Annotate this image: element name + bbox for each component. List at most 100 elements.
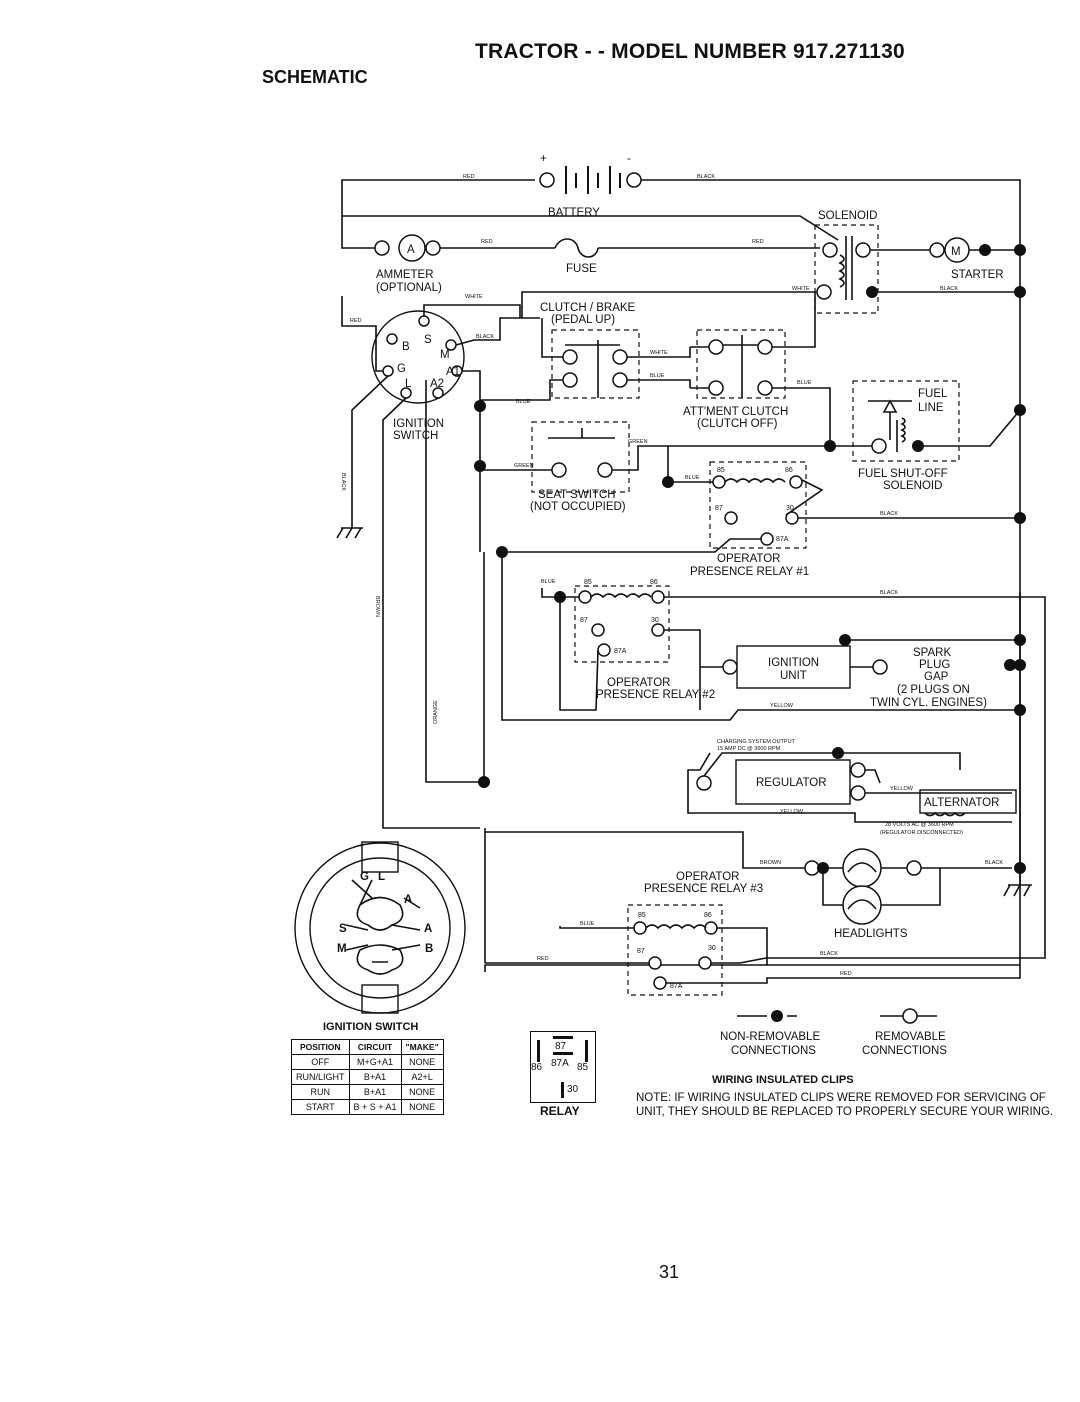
plug-label: PLUG: [919, 659, 950, 671]
wire-label-white: WHITE: [465, 294, 483, 300]
schematic-subtitle: SCHEMATIC: [262, 67, 368, 87]
relay1-terminal: [724, 511, 738, 525]
relay-pin: [553, 1052, 573, 1055]
starter-label: STARTER: [951, 269, 1004, 281]
table-cell: M+G+A1: [348, 1054, 402, 1070]
relay-pin-86: 86: [531, 1062, 543, 1073]
presence-relay-1-label: PRESENCE RELAY #1: [690, 566, 809, 578]
ignition-unit-label: IGNITION: [768, 657, 819, 669]
table-header: "MAKE": [400, 1039, 444, 1055]
table-cell: B+A1: [348, 1084, 402, 1100]
attment-clutch-label: ATT'MENT CLUTCH: [683, 406, 788, 418]
svg-text:A: A: [424, 923, 432, 935]
legend-non-removable-dot: [771, 1010, 783, 1022]
battery-label: BATTERY: [548, 207, 600, 219]
wire-label-blue: BLUE: [541, 579, 556, 585]
attment-terminal: [757, 380, 773, 396]
wire-label-orange: ORANGE: [433, 700, 439, 724]
relay1-86: 86: [785, 467, 793, 474]
headlights-label: HEADLIGHTS: [834, 928, 908, 940]
spark-label: SPARK: [913, 647, 951, 659]
headlight-terminal: [906, 860, 922, 876]
fuel-dot: [912, 440, 924, 452]
relay3-terminal: [653, 976, 667, 990]
connection-dot: [1014, 659, 1026, 671]
relay3-85: 85: [638, 912, 646, 919]
wire-label-black: BLACK: [940, 286, 958, 292]
ignition-switch-body: [371, 310, 465, 404]
connection-dot: [1014, 286, 1026, 298]
line-label: LINE: [918, 402, 944, 414]
relay1-30: 30: [786, 505, 794, 512]
table-row: RUN/LIGHT B+A1 A2+L: [291, 1069, 444, 1085]
ign-label-s: S: [424, 334, 432, 346]
relay1-terminal: [789, 475, 803, 489]
wire-label-brown: BROWN: [374, 596, 380, 617]
connection-dot: [1014, 634, 1026, 646]
battery-symbol: [565, 166, 621, 194]
table-cell: RUN/LIGHT: [291, 1069, 350, 1085]
pedal-up-label: (PEDAL UP): [551, 314, 615, 326]
legend-non-removable-2: CONNECTIONS: [731, 1045, 816, 1057]
ignition-switch-table: POSITION CIRCUIT "MAKE" OFF M+G+A1 NONE …: [291, 1039, 444, 1115]
solenoid-ground-dot: [866, 286, 878, 298]
fuel-shutoff-solenoid-label: SOLENOID: [883, 480, 942, 492]
presence-relay-3-box: [627, 904, 723, 996]
ignition-table-title: IGNITION SWITCH: [323, 1021, 419, 1033]
wire-label-green: GREEN: [514, 463, 534, 469]
ammeter-label: AMMETER: [376, 269, 434, 281]
fuse-label: FUSE: [566, 263, 597, 275]
solenoid-core: [845, 236, 853, 300]
charging-output-label: CHARGING SYSTEM OUTPUT: [717, 739, 796, 745]
relay-pin: [561, 1082, 564, 1098]
relay2-terminal: [597, 643, 611, 657]
relay-pin: [585, 1040, 588, 1062]
wire-label-red: RED: [840, 971, 852, 977]
table-cell: RUN: [291, 1084, 350, 1100]
wire-label-blue: BLUE: [797, 380, 812, 386]
page-number: 31: [659, 1262, 680, 1282]
headlight-terminal: [804, 860, 820, 876]
connection-dot: [1014, 244, 1026, 256]
legend-removable-circle: [902, 1008, 918, 1024]
relay2-terminal: [591, 623, 605, 637]
legend-removable-2: CONNECTIONS: [862, 1045, 947, 1057]
relay1-87: 87: [715, 505, 723, 512]
ammeter-terminal-left: [374, 240, 390, 256]
relay3-87a: 87A: [670, 983, 683, 990]
relay3-terminal: [648, 956, 662, 970]
svg-text:M: M: [337, 943, 347, 955]
svg-text:A: A: [404, 894, 412, 906]
battery-plus-sign: +: [540, 153, 547, 165]
attment-terminal: [757, 339, 773, 355]
ignition-switch-label-2: SWITCH: [393, 430, 438, 442]
connection-dot: [1014, 404, 1026, 416]
wire-label-red: RED: [752, 239, 764, 245]
relay2-86: 86: [650, 579, 658, 586]
ign-label-g: G: [397, 363, 406, 375]
relay2-30: 30: [651, 617, 659, 624]
ign-terminal: [418, 315, 430, 327]
page-title: TRACTOR - - MODEL NUMBER 917.271130: [475, 40, 905, 63]
wire-label-blue: BLUE: [650, 373, 665, 379]
fuel-line-symbol: [868, 399, 912, 413]
wire-label-black: BLACK: [476, 334, 494, 340]
wire-label-yellow: YELLOW: [780, 809, 804, 815]
relay3-terminal: [704, 921, 718, 935]
table-row: START B + S + A1 NONE: [291, 1099, 444, 1115]
table-header: CIRCUIT: [348, 1039, 402, 1055]
clutch-brake-label: CLUTCH / BRAKE: [540, 302, 636, 314]
solenoid-terminal: [816, 284, 832, 300]
ignition-switch-label: IGNITION: [393, 418, 444, 430]
wire-label-black: BLACK: [820, 951, 838, 957]
starter-terminal: [929, 242, 945, 258]
fuel-solenoid-core: [889, 412, 898, 452]
presence-relay-2-box: [574, 585, 670, 663]
legend-removable: REMOVABLE: [875, 1031, 946, 1043]
relay-label: RELAY: [540, 1104, 580, 1118]
clutch-terminal: [612, 372, 628, 388]
regulator-box: [735, 759, 851, 805]
relay3-terminal: [698, 956, 712, 970]
svg-text:S: S: [339, 923, 347, 935]
